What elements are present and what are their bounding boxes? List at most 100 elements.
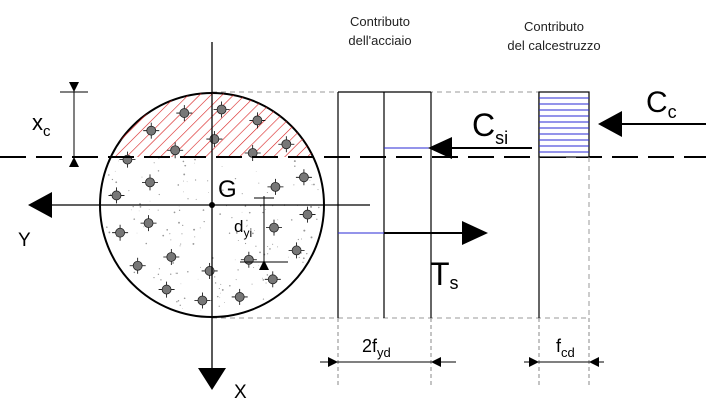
aggregate-dot (220, 283, 222, 285)
aggregate-dot (293, 184, 295, 186)
aggregate-dot (175, 272, 177, 274)
aggregate-dot (248, 211, 251, 214)
aggregate-dot (143, 226, 145, 228)
aggregate-dot (254, 230, 255, 231)
ts-label-base: T (430, 256, 450, 292)
aggregate-dot (251, 283, 253, 285)
aggregate-dot (109, 193, 112, 196)
fyd-arrow-left (328, 357, 338, 367)
aggregate-dot (219, 297, 221, 299)
aggregate-dot (115, 181, 118, 184)
steel-title-line2: dell'acciaio (348, 33, 411, 48)
aggregate-dot (290, 219, 293, 221)
dyi-arrow (259, 260, 269, 270)
concrete-title-line1: Contributo (524, 19, 584, 34)
aggregate-dot (172, 261, 175, 264)
ts-arrowhead (462, 221, 488, 245)
cc-label: Cc (646, 86, 677, 122)
aggregate-dot (108, 174, 110, 176)
ts-label-sub: s (450, 273, 459, 293)
xc-label: xc (32, 110, 51, 140)
aggregate-dot (235, 279, 237, 281)
aggregate-dot (162, 234, 165, 237)
aggregate-dot (182, 160, 185, 163)
aggregate-dot (294, 165, 296, 167)
aggregate-dot (108, 231, 111, 234)
aggregate-dot (241, 211, 243, 213)
aggregate-dot (244, 242, 247, 245)
aggregate-dot (181, 233, 183, 235)
aggregate-dot (173, 211, 176, 214)
aggregate-dot (177, 184, 180, 186)
aggregate-dot (170, 239, 172, 241)
fcd-arrow-right (589, 357, 599, 367)
aggregate-dot (234, 183, 236, 185)
aggregate-dot (184, 164, 187, 167)
rebar (265, 219, 282, 236)
x-axis-label: X (234, 382, 247, 403)
aggregate-dot (218, 287, 220, 290)
fyd-label-sub: yd (377, 345, 391, 360)
aggregate-dot (302, 257, 305, 260)
rebar (278, 136, 295, 153)
aggregate-dot (309, 179, 311, 181)
aggregate-dot (187, 198, 189, 200)
aggregate-dot (217, 295, 219, 298)
rebar (167, 142, 184, 159)
aggregate-dot (310, 236, 313, 239)
aggregate-dot (200, 309, 202, 311)
rebar (299, 206, 316, 223)
aggregate-dot (313, 183, 315, 186)
aggregate-dot (114, 170, 116, 172)
rebar (108, 187, 125, 204)
aggregate-dot (111, 178, 114, 181)
aggregate-dot (229, 284, 231, 287)
rebar (288, 242, 305, 259)
aggregate-dot (302, 261, 304, 263)
aggregate-dot (277, 219, 279, 221)
aggregate-dot (207, 192, 209, 193)
aggregate-dot (178, 221, 180, 224)
aggregate-dot (219, 292, 221, 294)
aggregate-dot (133, 271, 136, 274)
aggregate-dot (177, 300, 180, 302)
aggregate-dot (153, 162, 155, 164)
aggregate-dot (244, 205, 247, 207)
aggregate-dot (182, 180, 184, 182)
rebar (176, 105, 193, 122)
aggregate-dot (139, 206, 142, 208)
aggregate-dot (170, 273, 172, 275)
concrete-stress-bars (539, 97, 589, 153)
aggregate-dot (267, 245, 269, 247)
cc-arrowhead (598, 111, 622, 137)
aggregate-dot (166, 228, 169, 231)
aggregate-dot (203, 220, 205, 223)
aggregate-dot (199, 227, 201, 229)
ts-label: Ts (430, 256, 459, 293)
aggregate-dot (237, 240, 239, 241)
csi-label-base: C (472, 107, 495, 143)
aggregate-dot (178, 206, 180, 208)
aggregate-dot (235, 231, 238, 234)
x-axis-arrow (198, 368, 226, 390)
rebar (244, 145, 261, 162)
aggregate-dot (193, 228, 196, 231)
aggregate-dot (202, 209, 205, 211)
aggregate-dot (316, 218, 318, 220)
aggregate-dot (221, 165, 223, 167)
cc-label-sub: c (668, 102, 677, 122)
aggregate-dot (118, 160, 119, 162)
aggregate-dot (241, 193, 243, 195)
rebar (140, 215, 157, 232)
rebar (249, 112, 266, 129)
aggregate-dot (277, 246, 279, 248)
aggregate-dot (176, 300, 178, 303)
aggregate-dot (179, 304, 181, 307)
rebar (213, 101, 230, 118)
aggregate-dot (157, 209, 159, 211)
aggregate-dot (310, 205, 313, 208)
centroid-point (209, 202, 215, 208)
aggregate-dot (183, 297, 186, 300)
aggregate-dot (197, 278, 199, 280)
aggregate-dot (237, 269, 239, 271)
